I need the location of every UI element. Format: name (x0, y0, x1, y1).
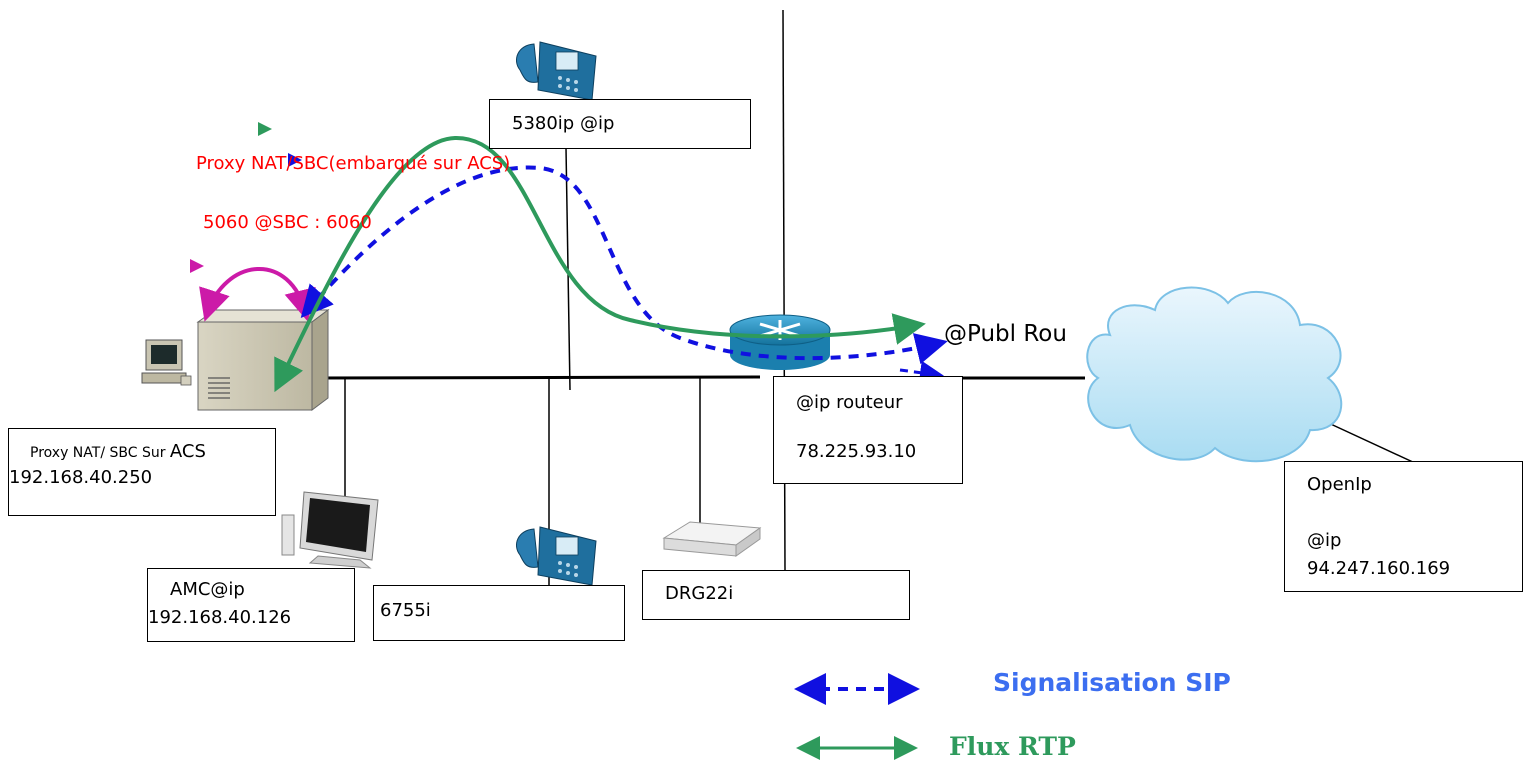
modem-icon (662, 521, 762, 557)
phone-bottom-box: 6755i (373, 585, 625, 641)
ip-phone-icon (516, 41, 597, 101)
sip-signaling-path (300, 165, 948, 365)
drg-label: DRG22i (665, 583, 734, 604)
green-triangle-marker (258, 122, 272, 136)
workstation-icon (141, 339, 192, 386)
legend-rtp-label: Flux RTP (949, 732, 1076, 761)
proxy-box-line1-b: ACS (169, 441, 206, 462)
openip-box-line1: OpenIp (1307, 474, 1372, 495)
amc-box-line2: 192.168.40.126 (148, 607, 292, 628)
router-box: @ip routeur 78.225.93.10 (773, 376, 963, 484)
public-router-label: @Publ Rou (944, 321, 1067, 347)
proxy-box-line2: 192.168.40.250 (9, 467, 153, 488)
openip-box-line2: @ip (1307, 530, 1342, 551)
connector-openip (1321, 419, 1416, 464)
proxy-box-line1: Proxy NAT/ SBC Sur ACS (30, 441, 206, 462)
proxy-box-line1-a: Proxy NAT/ SBC Sur (30, 445, 170, 461)
network-boundary-line (782, 9, 786, 571)
proxy-loop-arrow (199, 267, 316, 322)
monitor-icon (281, 491, 379, 569)
router-icon (729, 314, 831, 370)
router-box-line1: @ip routeur (796, 392, 903, 413)
proxy-label-line1: Proxy NAT/SBC(embarqué sur ACS) (196, 153, 511, 174)
amc-box: AMC@ip 192.168.40.126 (147, 568, 355, 642)
blue-triangle-marker (288, 153, 302, 167)
phone-top-label: 5380ip @ip (512, 113, 615, 134)
openip-box: OpenIp @ip 94.247.160.169 (1284, 461, 1523, 592)
openip-box-line3: 94.247.160.169 (1307, 558, 1451, 579)
lan-bus-line (314, 375, 761, 380)
proxy-box: Proxy NAT/ SBC Sur ACS 192.168.40.250 (8, 428, 276, 516)
proxy-label-line2: 5060 @SBC : 6060 (203, 212, 372, 233)
phone-top-box: 5380ip @ip (489, 99, 751, 149)
amc-box-line1: AMC@ip (170, 579, 245, 600)
pink-triangle-marker (190, 259, 204, 273)
drg-box: DRG22i (642, 570, 910, 620)
ip-phone-icon (516, 526, 597, 586)
rtp-flow-path (274, 135, 926, 393)
phone-bottom-label: 6755i (380, 600, 431, 621)
internet-cloud-icon (1086, 286, 1343, 463)
sip-signaling-path-lower (899, 360, 944, 385)
legend-sip-label: Signalisation SIP (993, 668, 1231, 697)
router-box-line2: 78.225.93.10 (796, 441, 917, 462)
